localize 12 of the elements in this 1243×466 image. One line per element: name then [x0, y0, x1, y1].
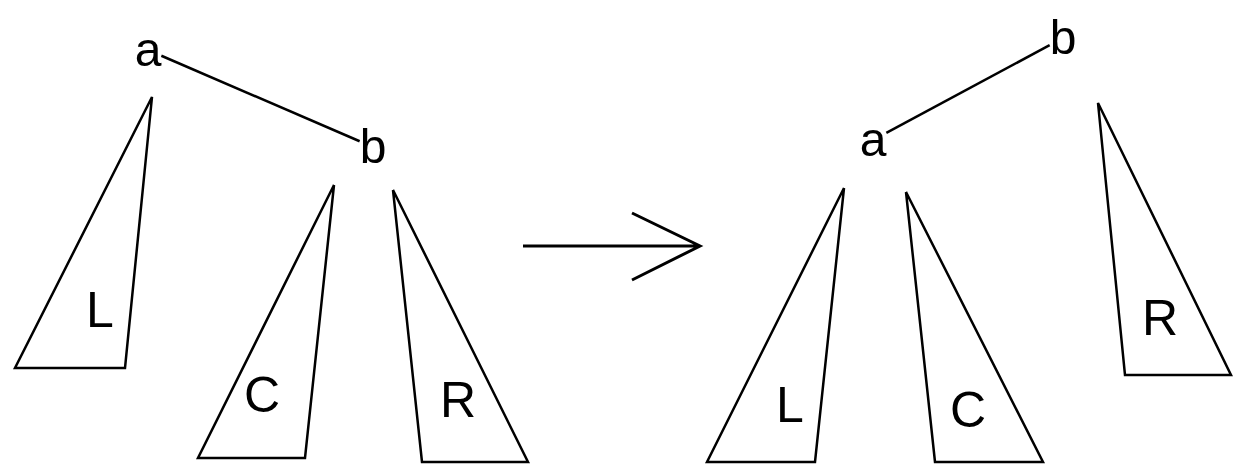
- subtree-label: L: [776, 380, 804, 430]
- tree-edge: [160, 54, 361, 143]
- subtree-label: C: [243, 370, 281, 420]
- tree-edge: [885, 44, 1051, 134]
- node-label: b: [359, 123, 387, 171]
- node-label: b: [1049, 14, 1077, 62]
- subtree-label: C: [949, 385, 987, 435]
- node-label: a: [859, 116, 887, 164]
- subtree-label: L: [86, 285, 114, 335]
- subtree-label: R: [1141, 293, 1179, 343]
- subtree-label: R: [439, 375, 477, 425]
- node-label: a: [134, 26, 162, 74]
